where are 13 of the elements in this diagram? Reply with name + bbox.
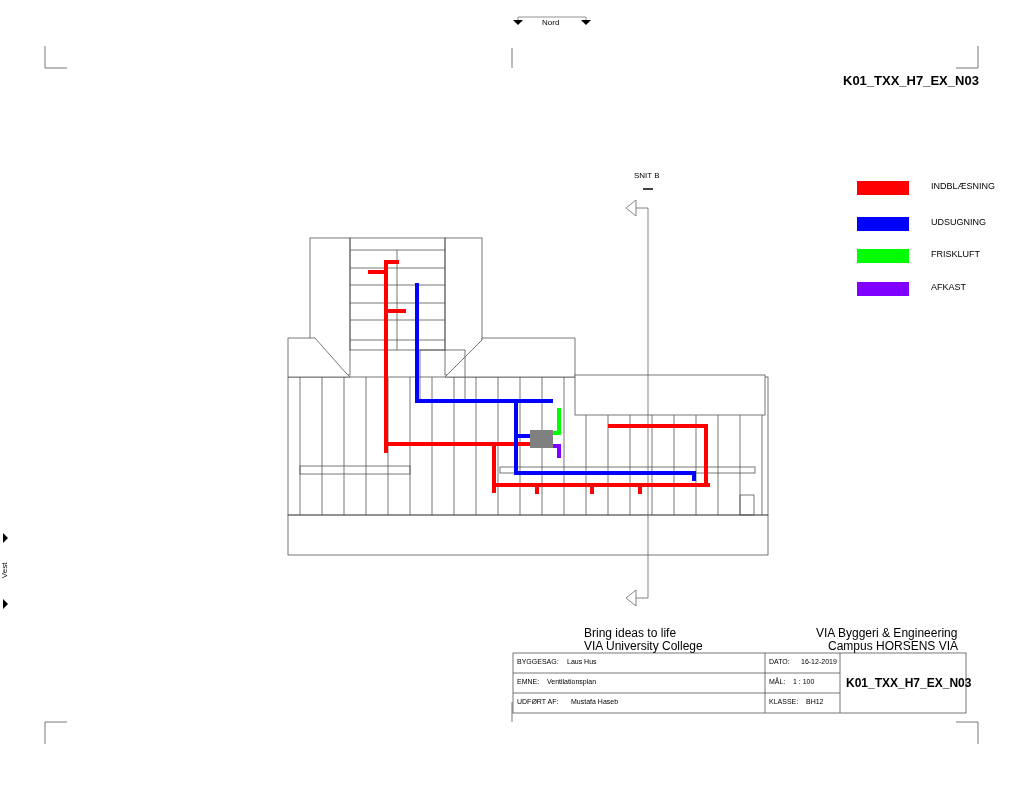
legend-text: INDBLÆSNING xyxy=(931,182,995,192)
legend-text: FRISKLUFT xyxy=(931,250,980,260)
legend-text: UDSUGNING xyxy=(931,218,986,228)
slogan-text: Bring ideas to life xyxy=(584,627,677,641)
section-label: SNIT B xyxy=(634,172,660,181)
direction-label: Nord xyxy=(542,19,560,28)
legend-text: AFKAST xyxy=(931,283,966,293)
drawing-number: K01_TXX_H7_EX_N03 xyxy=(846,677,972,691)
department-name: VIA Byggeri & Engineering xyxy=(816,627,958,641)
school-name: VIA University College xyxy=(584,640,703,654)
campus-name: Campus HORSENS VIA xyxy=(828,640,959,654)
direction-label: Vest xyxy=(0,561,10,581)
drawing-number: K01_TXX_H7_EX_N03 xyxy=(843,74,979,89)
